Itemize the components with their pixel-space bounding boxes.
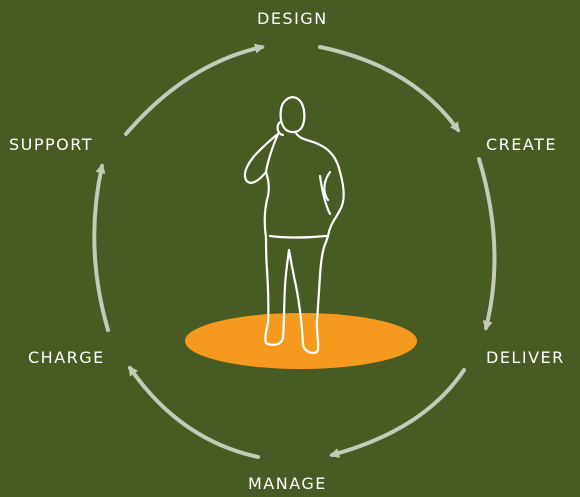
- stage-label-support: SUPPORT: [9, 135, 93, 154]
- arrow-manage-to-charge: [128, 365, 260, 459]
- stage-label-manage: MANAGE: [248, 474, 327, 493]
- arrow-support-to-design: [124, 43, 265, 136]
- stage-label-charge: CHARGE: [28, 348, 105, 367]
- arrow-charge-to-support: [92, 163, 110, 332]
- stage-label-deliver: DELIVER: [486, 348, 565, 367]
- standing-person-icon: [243, 96, 345, 354]
- orange-ellipse-platform: [185, 313, 417, 369]
- arrow-create-to-deliver: [477, 157, 497, 331]
- stage-label-create: CREATE: [486, 135, 557, 154]
- arrow-deliver-to-manage: [329, 368, 466, 458]
- arrow-design-to-create: [318, 45, 460, 133]
- stage-label-design: DESIGN: [257, 9, 328, 28]
